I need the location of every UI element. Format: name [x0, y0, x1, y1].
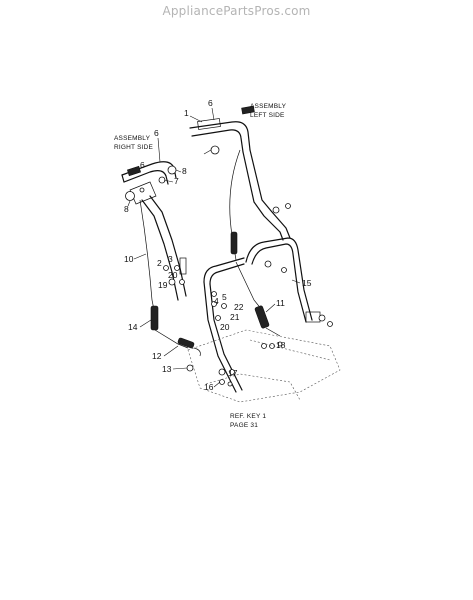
spring-14 [150, 305, 159, 331]
hardware-18 [261, 341, 283, 349]
spring-11-lower [235, 261, 281, 337]
callout-20-center: 20 [220, 322, 230, 332]
hardware-13 [186, 364, 194, 372]
callout-11: 11 [276, 298, 285, 308]
caption-ref-key-line1: REF. KEY 1 [230, 413, 266, 420]
watermark: AppliancePartsPros.com [162, 4, 311, 18]
caption-left-side-line2: LEFT SIDE [250, 112, 285, 119]
upper-handle-left-side [189, 105, 291, 241]
caption-right-side-line1: ASSEMBLY [114, 135, 151, 142]
caption-left-side-line1: ASSEMBLY [250, 103, 287, 110]
caption-ref-key: REF. KEY 1 PAGE 31 [230, 413, 266, 429]
callout-20-left: 20 [168, 270, 178, 280]
callout-14: 14 [128, 322, 138, 332]
callout-15: 15 [302, 278, 312, 288]
callout-17: 17 [228, 368, 238, 378]
hardware-16-17 [218, 368, 235, 387]
callout-18: 18 [276, 340, 286, 350]
hardware-cluster-2-3-19-20 [163, 257, 187, 286]
callout-19: 19 [158, 280, 168, 290]
callout-8-right: 8 [182, 166, 187, 176]
spring-12 [177, 337, 201, 357]
callout-13: 13 [162, 364, 172, 374]
caption-right-side: ASSEMBLY RIGHT SIDE [114, 135, 154, 151]
callout-1: 1 [184, 108, 189, 118]
callout-6-grip: 6 [140, 160, 145, 170]
callout-5: 5 [222, 292, 227, 302]
reference-frame-outline [187, 329, 341, 403]
bolt-left-upper [272, 203, 291, 214]
callout-4: 4 [214, 296, 219, 306]
callout-3: 3 [168, 254, 173, 264]
callout-2: 2 [157, 258, 162, 268]
callout-12: 12 [152, 351, 162, 361]
callout-22: 22 [234, 302, 244, 312]
caption-ref-key-line2: PAGE 31 [230, 422, 258, 429]
callout-16: 16 [204, 382, 214, 392]
lower-handle-right [245, 237, 333, 327]
callout-6-top: 6 [208, 98, 213, 108]
caption-left-side: ASSEMBLY LEFT SIDE [250, 103, 287, 119]
spring-11-upper [230, 231, 238, 255]
callout-8-left: 8 [124, 204, 129, 214]
callout-6-right-top: 6 [154, 128, 159, 138]
callout-7: 7 [174, 176, 179, 186]
callout-10: 10 [124, 254, 134, 264]
control-cable-right [139, 199, 157, 321]
callouts: 1 6 6 6 8 7 8 10 2 3 19 20 4 5 [124, 98, 312, 392]
caption-right-side-line2: RIGHT SIDE [114, 144, 154, 151]
callout-21: 21 [230, 312, 240, 322]
